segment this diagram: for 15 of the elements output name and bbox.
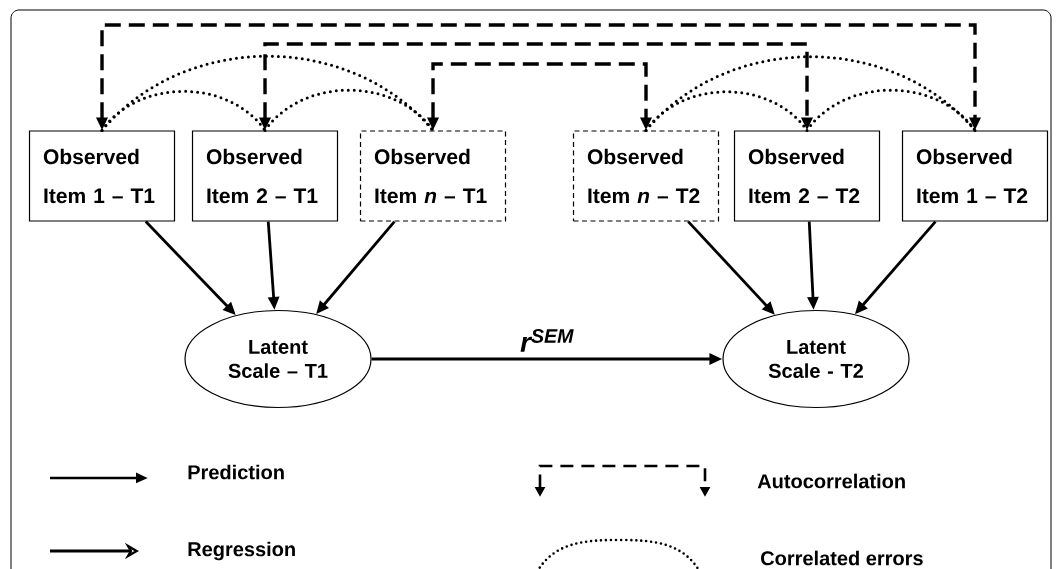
legend-label: Autocorrelation: [757, 473, 905, 489]
observed-box: Observed Item n – T1: [359, 130, 507, 222]
observed-box: Observed Item 1 – T1: [28, 130, 176, 222]
observed-box: Observed Item 2 – T1: [191, 130, 339, 222]
edge-label: r$^{SEM}$: [519, 328, 575, 353]
observed-box: Observed Item n – T2: [572, 130, 720, 222]
correlated-errors-arc: [263, 88, 435, 132]
observed-box: Observed Item 1 – T2: [901, 130, 1049, 222]
correlated-errors-arc: [805, 88, 977, 132]
observed-box: Observed Item 2 – T2: [733, 130, 881, 222]
correlated-errors-arc: [100, 54, 435, 132]
legend-label: Regression: [188, 541, 295, 561]
correlated-errors-arc: [644, 55, 977, 132]
legend-label: Correlated errors: [761, 550, 923, 566]
legend-label: Prediction: [188, 464, 284, 480]
